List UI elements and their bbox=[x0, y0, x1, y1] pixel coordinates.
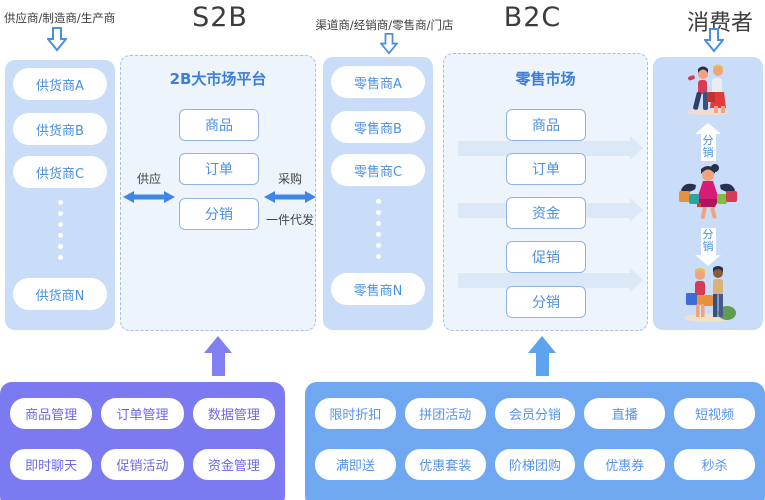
suppliers-header-label: 供应商/制造商/生产商 bbox=[4, 11, 116, 25]
up-arrow-to-retail-market bbox=[528, 336, 556, 376]
member-distribution-button[interactable]: 会员分销 bbox=[494, 398, 576, 429]
channels-header-label: 渠道商/经销商/零售商/门店 bbox=[315, 18, 454, 32]
supply-arrow-group: 供应 bbox=[121, 170, 177, 208]
orders-box[interactable]: 订单 bbox=[506, 153, 586, 185]
order-management-button[interactable]: 订单管理 bbox=[101, 398, 184, 429]
supply-label: 供应 bbox=[136, 172, 161, 186]
distribution-down-arrow: 分销 bbox=[695, 228, 721, 266]
down-arrow-icon bbox=[47, 27, 67, 52]
marketing-tools-panel: 限时折扣 拼团活动 会员分销 直播 短视频 满即送 优惠套装 阶梯团购 优惠券 … bbox=[305, 382, 765, 500]
double-arrow-icon bbox=[264, 191, 316, 203]
goods-box[interactable]: 商品 bbox=[179, 109, 259, 141]
distribution-up-label: 分销 bbox=[700, 134, 716, 161]
distribution-box[interactable]: 分销 bbox=[506, 286, 586, 318]
distribution-up-arrow: 分销 bbox=[695, 123, 721, 161]
retailer-item[interactable]: 零售商B bbox=[331, 111, 425, 143]
consumer-title: 消费者 bbox=[686, 11, 753, 36]
retailer-item[interactable]: 零售商C bbox=[331, 154, 425, 186]
ellipsis-dots bbox=[323, 199, 433, 259]
coupon-button[interactable]: 优惠券 bbox=[584, 449, 666, 480]
retailer-item[interactable]: 零售商N bbox=[331, 273, 425, 305]
down-arrow-icon bbox=[704, 28, 724, 53]
down-arrow-icon bbox=[380, 33, 398, 55]
seckill-button[interactable]: 秒杀 bbox=[674, 449, 755, 480]
ellipsis-dots bbox=[5, 200, 115, 260]
shoppers-walking-illustration bbox=[653, 62, 763, 116]
distribution-down-label: 分销 bbox=[700, 228, 716, 255]
arrow-head bbox=[695, 255, 721, 266]
short-video-button[interactable]: 短视频 bbox=[674, 398, 755, 429]
tiered-group-buy-button[interactable]: 阶梯团购 bbox=[494, 449, 576, 480]
purchase-label: 采购 bbox=[277, 172, 302, 186]
up-arrow-to-2b-platform bbox=[204, 336, 232, 376]
s2b-title: S2B bbox=[192, 2, 248, 33]
admin-tools-panel: 商品管理 订单管理 数据管理 即时聊天 促销活动 资金管理 bbox=[0, 382, 285, 500]
group-buy-button[interactable]: 拼团活动 bbox=[404, 398, 486, 429]
goods-management-button[interactable]: 商品管理 bbox=[10, 398, 93, 429]
retailer-item[interactable]: 零售商A bbox=[331, 66, 425, 98]
marketing-row-2: 满即送 优惠套装 阶梯团购 优惠券 秒杀 bbox=[315, 449, 755, 480]
promotion-box[interactable]: 促销 bbox=[506, 241, 586, 273]
promotion-activity-button[interactable]: 促销活动 bbox=[101, 449, 184, 480]
supplier-item[interactable]: 供货商N bbox=[13, 278, 107, 310]
funds-management-button[interactable]: 资金管理 bbox=[192, 449, 275, 480]
platform-2b-panel: 2B大市场平台 商品 订单 分销 bbox=[120, 55, 316, 331]
shoppers-standing-illustration bbox=[653, 265, 763, 323]
shopper-bags-illustration bbox=[653, 163, 763, 223]
b2c-title: B2C bbox=[503, 2, 562, 33]
admin-row-1: 商品管理 订单管理 数据管理 bbox=[10, 398, 275, 429]
distribution-box[interactable]: 分销 bbox=[179, 198, 259, 230]
retail-market-panel: 零售市场 商品 订单 资金 促销 分销 bbox=[443, 53, 648, 331]
platform-2b-title: 2B大市场平台 bbox=[169, 70, 267, 88]
supplier-item[interactable]: 供货商B bbox=[13, 113, 107, 145]
marketing-row-1: 限时折扣 拼团活动 会员分销 直播 短视频 bbox=[315, 398, 755, 429]
funds-box[interactable]: 资金 bbox=[506, 197, 586, 229]
discount-bundle-button[interactable]: 优惠套装 bbox=[404, 449, 486, 480]
flash-discount-button[interactable]: 限时折扣 bbox=[315, 398, 396, 429]
gift-over-amount-button[interactable]: 满即送 bbox=[315, 449, 396, 480]
data-management-button[interactable]: 数据管理 bbox=[192, 398, 275, 429]
double-arrow-icon bbox=[123, 191, 175, 203]
purchase-arrow-group: 采购 一件代发 bbox=[262, 170, 318, 228]
dropship-label: 一件代发 bbox=[265, 213, 314, 227]
retail-market-title: 零售市场 bbox=[515, 70, 576, 88]
goods-box[interactable]: 商品 bbox=[506, 109, 586, 141]
supplier-item[interactable]: 供货商C bbox=[13, 156, 107, 188]
live-stream-button[interactable]: 直播 bbox=[584, 398, 666, 429]
retailers-panel: 零售商A 零售商B 零售商C 零售商N bbox=[323, 57, 433, 330]
orders-box[interactable]: 订单 bbox=[179, 153, 259, 185]
flow-right-arrow bbox=[458, 268, 643, 292]
consumers-panel: 分销 分销 bbox=[653, 57, 763, 330]
arrow-head bbox=[695, 123, 721, 134]
admin-row-2: 即时聊天 促销活动 资金管理 bbox=[10, 449, 275, 480]
flow-right-arrow bbox=[458, 136, 643, 160]
suppliers-panel: 供货商A 供货商B 供货商C 供货商N bbox=[5, 60, 115, 330]
instant-chat-button[interactable]: 即时聊天 bbox=[10, 449, 93, 480]
supplier-item[interactable]: 供货商A bbox=[13, 68, 107, 100]
